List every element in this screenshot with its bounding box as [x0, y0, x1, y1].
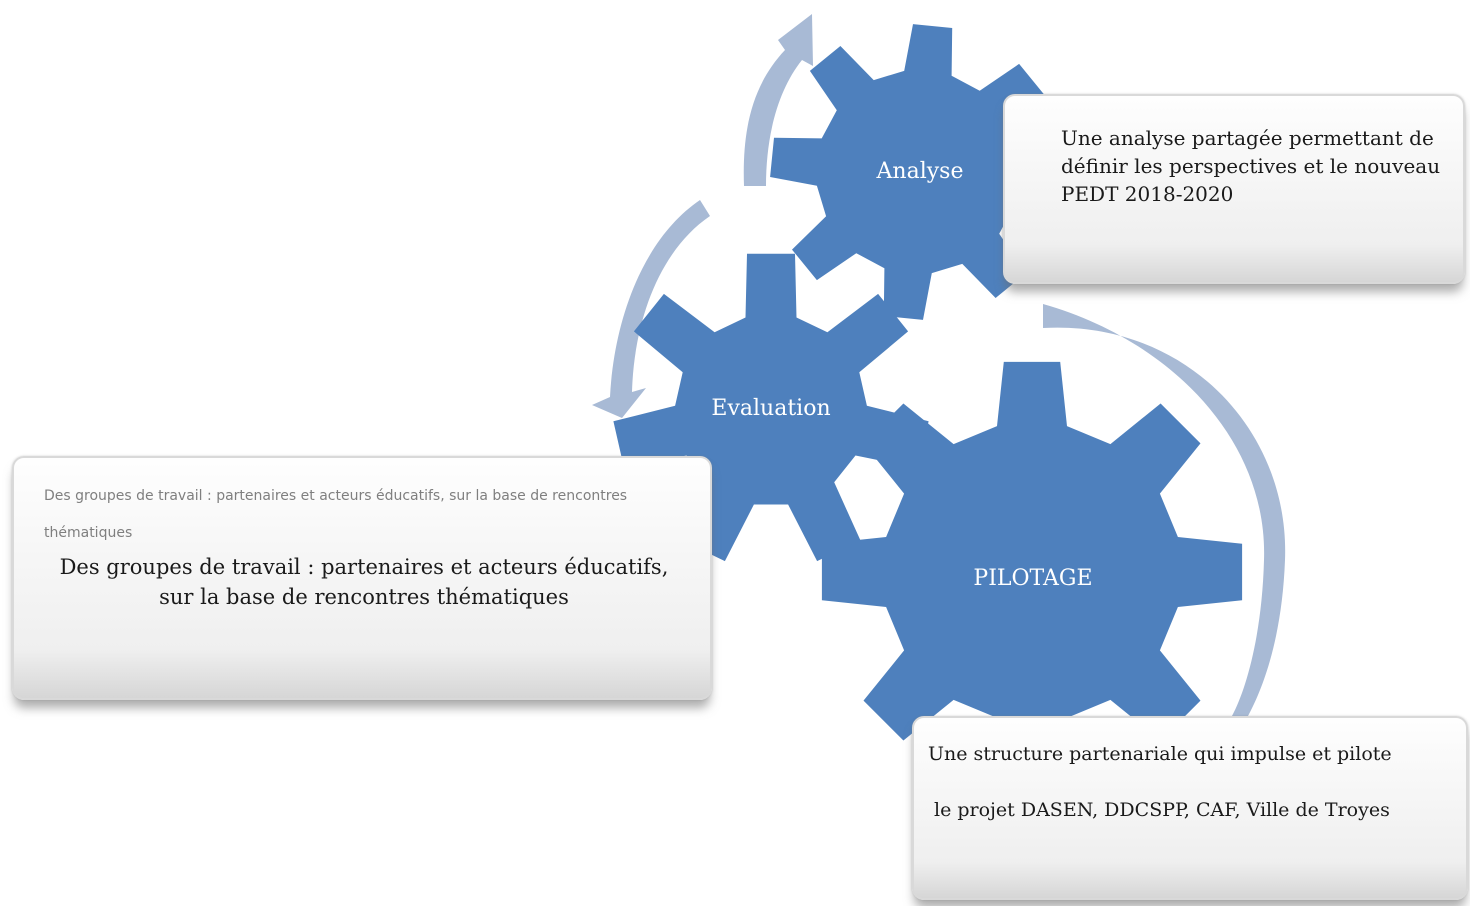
- gear-analyse: Analyse: [770, 24, 1066, 320]
- evaluation-ghost-text: Des groupes de travail : partenaires et …: [44, 488, 628, 541]
- gear-pilotage: PILOTAGE: [821, 361, 1243, 783]
- gear-evaluation: Evaluation: [613, 253, 929, 562]
- pilotage-description-line2: le projet DASEN, DDCSPP, CAF, Ville de T…: [934, 799, 1390, 821]
- gear-analyse-label: Analyse: [876, 159, 964, 184]
- gear-pilotage-label: PILOTAGE: [973, 566, 1092, 591]
- gear-analyse-shape: [770, 24, 1066, 320]
- arrow-evaluation-to-analyse: [743, 14, 813, 186]
- gear-evaluation-label: Evaluation: [711, 396, 830, 421]
- arrow-analyse-to-pilotage: [1043, 304, 1286, 716]
- analyse-description-text: Une analyse partagée permettant de défin…: [1061, 126, 1441, 206]
- analyse-description-box: Une analyse partagée permettant de défin…: [1003, 94, 1465, 284]
- gear-evaluation-shape: [613, 253, 929, 562]
- pilotage-description-box: Une structure partenariale qui impulse e…: [912, 716, 1468, 900]
- arrow-analyse-to-evaluation: [592, 200, 710, 418]
- evaluation-description-text: Des groupes de travail : partenaires et …: [59, 555, 669, 609]
- gear-pilotage-shape: [821, 361, 1243, 783]
- evaluation-description-box: Des groupes de travail : partenaires et …: [12, 456, 712, 700]
- pilotage-description-line1: Une structure partenariale qui impulse e…: [928, 743, 1392, 765]
